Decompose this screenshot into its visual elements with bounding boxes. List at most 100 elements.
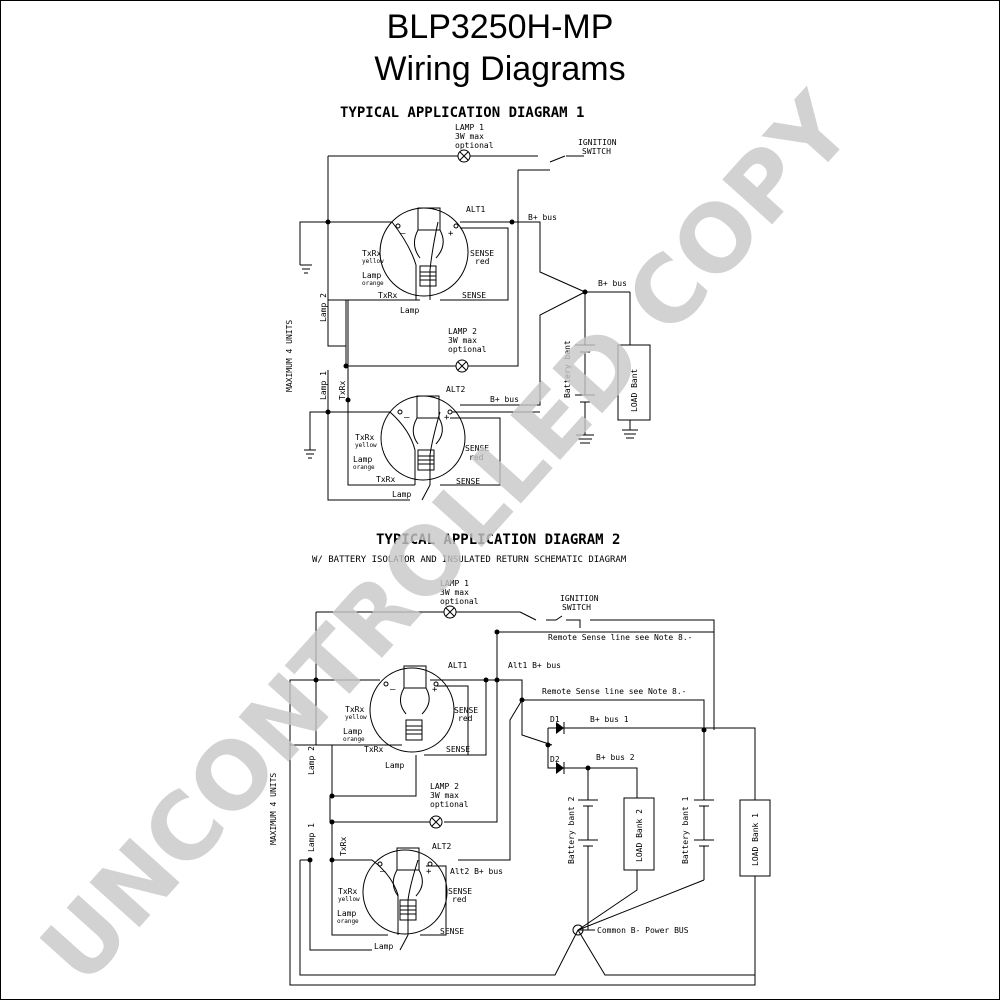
d2-txrx-bottom-1: TxRx — [364, 745, 383, 754]
orange-label-1: orange — [362, 280, 384, 287]
d2-switch-label: SWITCH — [562, 603, 591, 612]
d2-red-label-1: red — [458, 714, 473, 723]
remote-sense-2-label: Remote Sense line see Note 8.- — [542, 687, 687, 696]
uncontrolled-copy-watermark: UNCONTROLLED COPY — [21, 73, 874, 1000]
bplus-bus-label-1: B+ bus — [528, 213, 557, 222]
d2-lamp-wire-label-1: Lamp — [343, 727, 362, 736]
d2-orange-label-2: orange — [337, 918, 359, 925]
sense-label-1: SENSE — [470, 249, 494, 258]
alt1-minus: – — [400, 229, 406, 239]
d2-alt2-plus: + — [426, 867, 432, 877]
page-subtitle: Wiring Diagrams — [374, 50, 626, 88]
alternator-2 — [380, 395, 466, 481]
alt2-label: ALT2 — [446, 385, 465, 394]
alt2-plus: + — [444, 413, 450, 423]
txrx-label-1: TxRx — [362, 249, 381, 258]
sense-label-2: SENSE — [465, 444, 489, 453]
d2-lamp-1-side-label: Lamp 1 — [307, 823, 316, 852]
orange-label-2: orange — [353, 464, 375, 471]
alt1-label: ALT1 — [466, 205, 485, 214]
lamp-2-label: LAMP 2 — [448, 327, 477, 336]
d2-lamp-2-optional: optional — [430, 800, 469, 809]
yellow-label-1: yellow — [362, 258, 384, 265]
d2-label: D2 — [550, 755, 560, 764]
d2-txrx-label-1: TxRx — [345, 705, 364, 714]
d2-alt1-minus: – — [390, 685, 396, 695]
lamp-wire-label-1: Lamp — [362, 271, 381, 280]
bplus-bus-label-2: B+ bus — [598, 279, 627, 288]
lamp-wire-label-2: Lamp — [353, 455, 372, 464]
d2-lamp-2-label: LAMP 2 — [430, 782, 459, 791]
d2-lamp-bottom-2: Lamp — [374, 942, 393, 951]
page-title: BLP3250H-MP — [386, 8, 614, 46]
diagram-1-heading: TYPICAL APPLICATION DIAGRAM 1 — [340, 105, 584, 121]
alt2-minus: – — [404, 413, 410, 423]
yellow-label-2: yellow — [355, 442, 377, 449]
bplus-bus-label-3: B+ bus — [490, 395, 519, 404]
lamp-1-symbol — [457, 149, 471, 163]
diagram-2: TYPICAL APPLICATION DIAGRAM 2 W/ BATTERY… — [269, 532, 771, 986]
d2-alt2-label: ALT2 — [432, 842, 451, 851]
lamp-bottom-2: Lamp — [392, 490, 411, 499]
alternator-2-d2 — [362, 847, 448, 935]
red-label-1: red — [475, 257, 490, 266]
d2-lamp-bottom-1: Lamp — [385, 761, 404, 770]
diagram-1: TYPICAL APPLICATION DIAGRAM 1 — [285, 105, 651, 501]
d2-ignition-label: IGNITION — [560, 594, 599, 603]
d2-alt2-minus: – — [380, 867, 386, 877]
alt2-bus-label: Alt2 B+ bus — [450, 867, 503, 876]
diagram-2-subheading: W/ BATTERY ISOLATOR AND INSULATED RETURN… — [312, 555, 627, 565]
d2-orange-label-1: orange — [343, 736, 365, 743]
load-bank-1-box-d2 — [739, 799, 771, 877]
d2-txrx-label-2: TxRx — [338, 887, 357, 896]
diagram-1-junctions — [325, 219, 588, 415]
max-units-label: MAXIMUM 4 UNITS — [285, 320, 294, 392]
lamp-bottom-1: Lamp — [400, 306, 419, 315]
lamp-2-symbol — [455, 359, 469, 373]
d2-yellow-label-2: yellow — [338, 896, 360, 903]
d2-max-units-label: MAXIMUM 4 UNITS — [269, 773, 278, 845]
alt1-bus-label: Alt1 B+ bus — [508, 661, 561, 670]
load-bank-2-label: LOAD Bank 2 — [635, 809, 644, 862]
alternator-1 — [379, 207, 469, 297]
sense-bottom-1: SENSE — [462, 291, 486, 300]
diagram-2-junctions — [307, 629, 707, 936]
d2-sense-label-1: SENSE — [454, 706, 478, 715]
d2-txrx-side-label: TxRx — [339, 837, 348, 856]
alternator-1-d2 — [369, 665, 455, 753]
diode-d1 — [556, 722, 565, 734]
d2-lamp-wire-label-2: Lamp — [337, 909, 356, 918]
lamp-1-symbol-d2 — [443, 605, 457, 619]
lamp-1-label: LAMP 1 — [455, 123, 484, 132]
lamp-2-optional: optional — [448, 345, 487, 354]
ignition-label: IGNITION — [578, 138, 617, 147]
battery-2-label: Battery bant 2 — [567, 796, 576, 864]
load-bank-2-box — [623, 797, 655, 871]
lamp-2-symbol-d2 — [429, 815, 443, 829]
diagram-2-heading: TYPICAL APPLICATION DIAGRAM 2 — [376, 532, 620, 548]
load-label: LOAD Bant — [630, 368, 639, 412]
txrx-bottom-2: TxRx — [376, 475, 395, 484]
battery-label: Battery bant — [563, 340, 572, 398]
bus1-label: B+ bus 1 — [590, 715, 629, 724]
load-bank-1-label: LOAD Bank 1 — [751, 813, 760, 866]
diode-d2 — [556, 762, 565, 774]
lamp-1-optional: optional — [455, 141, 494, 150]
lamp-2-rating: 3W max — [448, 336, 477, 345]
d2-alt1-label: ALT1 — [448, 661, 467, 670]
txrx-label-2: TxRx — [355, 433, 374, 442]
txrx-bottom-1: TxRx — [378, 291, 397, 300]
d1-label: D1 — [550, 715, 560, 724]
common-bus-label: Common B- Power BUS — [597, 926, 689, 935]
d2-lamp-1-optional: optional — [440, 597, 479, 606]
d2-yellow-label-1: yellow — [345, 714, 367, 721]
d2-lamp-2-rating: 3W max — [430, 791, 459, 800]
lamp-2-side-label: Lamp 2 — [319, 293, 328, 322]
d2-lamp-1-label: LAMP 1 — [440, 579, 469, 588]
battery-1-label: Battery bant 1 — [681, 796, 690, 864]
d2-red-label-2: red — [452, 895, 467, 904]
diagram-1-wires — [299, 155, 638, 501]
load-bank-1-box — [617, 344, 651, 421]
bus2-label: B+ bus 2 — [596, 753, 635, 762]
